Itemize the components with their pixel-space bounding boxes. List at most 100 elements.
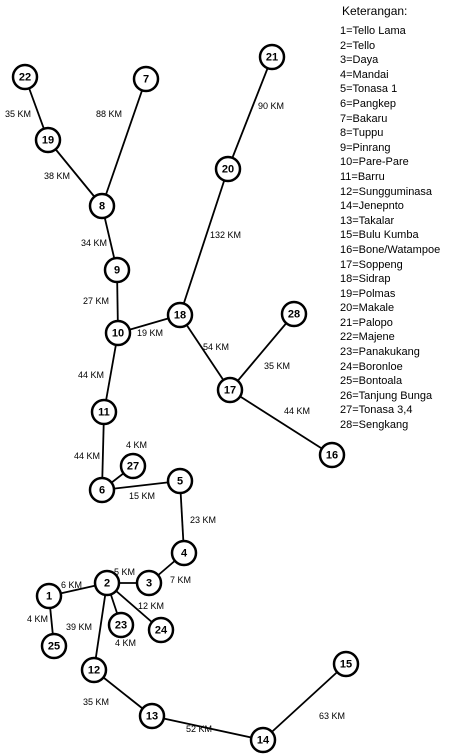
- legend-item: 26=Tanjung Bunga: [340, 389, 433, 402]
- legend-item: 11=Barru: [340, 170, 385, 183]
- node-circle: [132, 65, 160, 93]
- node-number: 24: [155, 625, 168, 637]
- legend-item: 22=Majene: [340, 331, 395, 344]
- edge-13-14: [151, 715, 264, 741]
- legend-item: 21=Palopo: [340, 316, 393, 329]
- node-number: 3: [146, 578, 152, 590]
- node-24: 24: [147, 616, 175, 644]
- node-number: 27: [127, 461, 139, 473]
- node-28: 28: [280, 300, 308, 328]
- edge-distance-label: 7 KM: [170, 575, 191, 585]
- edge-18-17: [179, 314, 231, 391]
- node-circle: [249, 726, 277, 754]
- node-number: 23: [115, 620, 127, 632]
- node-circle: [258, 43, 286, 71]
- node-circle: [166, 467, 194, 495]
- edge-distance-label: 4 KM: [115, 638, 136, 648]
- node-number: 20: [222, 164, 234, 176]
- edge-distance-label: 6 KM: [61, 580, 82, 590]
- node-13: 13: [138, 702, 166, 730]
- node-25: 25: [40, 632, 68, 660]
- legend-item: 12=Sungguminasa: [340, 185, 433, 198]
- node-16: 16: [318, 441, 346, 469]
- node-number: 1: [46, 591, 52, 603]
- node-12: 12: [80, 656, 108, 684]
- edge-28-17: [229, 313, 295, 391]
- node-4: 4: [170, 539, 198, 567]
- legend-item: 16=Bone/Watampoe: [340, 243, 441, 256]
- edge-21-20: [227, 56, 273, 170]
- legend-item: 2=Tello: [340, 39, 376, 52]
- edge-distance-label: 23 KM: [190, 515, 216, 525]
- legend-item: 18=Sidrap: [340, 273, 391, 286]
- edge-distance-label: 44 KM: [74, 451, 100, 461]
- node-number: 11: [98, 407, 110, 419]
- node-number: 17: [224, 385, 236, 397]
- legend-item: 17=Soppeng: [340, 258, 403, 271]
- edge-distance-label: 15 KM: [129, 491, 155, 501]
- edge-distance-label: 4 KM: [27, 614, 48, 624]
- node-circle: [103, 256, 131, 284]
- edge-distance-label: 35 KM: [264, 361, 290, 371]
- legend-item: 8=Tuppu: [340, 127, 384, 140]
- node-circle: [104, 319, 132, 347]
- edge-2-12: [93, 582, 108, 671]
- node-circle: [88, 192, 116, 220]
- node-number: 9: [114, 265, 120, 277]
- legend-item: 19=Polmas: [340, 287, 396, 300]
- node-circle: [135, 569, 163, 597]
- node-9: 9: [103, 256, 131, 284]
- legend-item: 23=Panakukang: [340, 346, 420, 359]
- legend-item: 24=Boronloe: [340, 360, 403, 373]
- legend-item: 25=Bontoala: [340, 375, 403, 388]
- legend-item: 15=Bulu Kumba: [340, 229, 419, 242]
- node-number: 13: [146, 711, 158, 723]
- node-circle: [138, 702, 166, 730]
- legend-item: 7=Bakaru: [340, 112, 388, 125]
- node-number: 4: [181, 548, 188, 560]
- node-number: 21: [266, 52, 278, 64]
- node-number: 2: [104, 578, 110, 590]
- node-circle: [147, 616, 175, 644]
- node-circle: [90, 398, 118, 426]
- node-number: 7: [143, 74, 149, 86]
- node-number: 8: [99, 201, 105, 213]
- node-27: 27: [119, 452, 147, 480]
- node-number: 19: [42, 135, 54, 147]
- edge-17-16: [229, 389, 333, 456]
- legend-item: 9=Pinrang: [340, 141, 391, 154]
- legend-item: 3=Daya: [340, 54, 379, 67]
- node-2: 2: [93, 569, 121, 597]
- edge-distance-label: 63 KM: [319, 711, 345, 721]
- node-20: 20: [214, 155, 242, 183]
- node-23: 23: [107, 611, 135, 639]
- legend-item: 4=Mandai: [340, 68, 389, 81]
- edge-distance-label: 34 KM: [81, 238, 107, 248]
- edge-distance-label: 39 KM: [66, 622, 92, 632]
- node-number: 10: [112, 328, 124, 340]
- node-14: 14: [249, 726, 277, 754]
- edge-distance-label: 90 KM: [258, 101, 284, 111]
- edge-10-11: [103, 332, 119, 413]
- node-number: 18: [174, 310, 186, 322]
- node-circle: [214, 155, 242, 183]
- edge-distance-label: 38 KM: [44, 171, 70, 181]
- legend-item: 6=Pangkep: [340, 97, 396, 110]
- legend-item: 14=Jenepnto: [340, 200, 404, 213]
- node-number: 12: [88, 665, 100, 677]
- edge-20-18: [179, 168, 229, 316]
- node-circle: [34, 126, 62, 154]
- node-number: 16: [326, 450, 338, 462]
- node-circle: [35, 582, 63, 610]
- node-circle: [332, 650, 360, 678]
- node-circle: [107, 611, 135, 639]
- node-11: 11: [90, 398, 118, 426]
- node-8: 8: [88, 192, 116, 220]
- edge-19-8: [47, 139, 103, 207]
- edge-distance-label: 54 KM: [203, 342, 229, 352]
- edge-distance-label: 19 KM: [137, 328, 163, 338]
- edge-distance-label: 35 KM: [5, 109, 31, 119]
